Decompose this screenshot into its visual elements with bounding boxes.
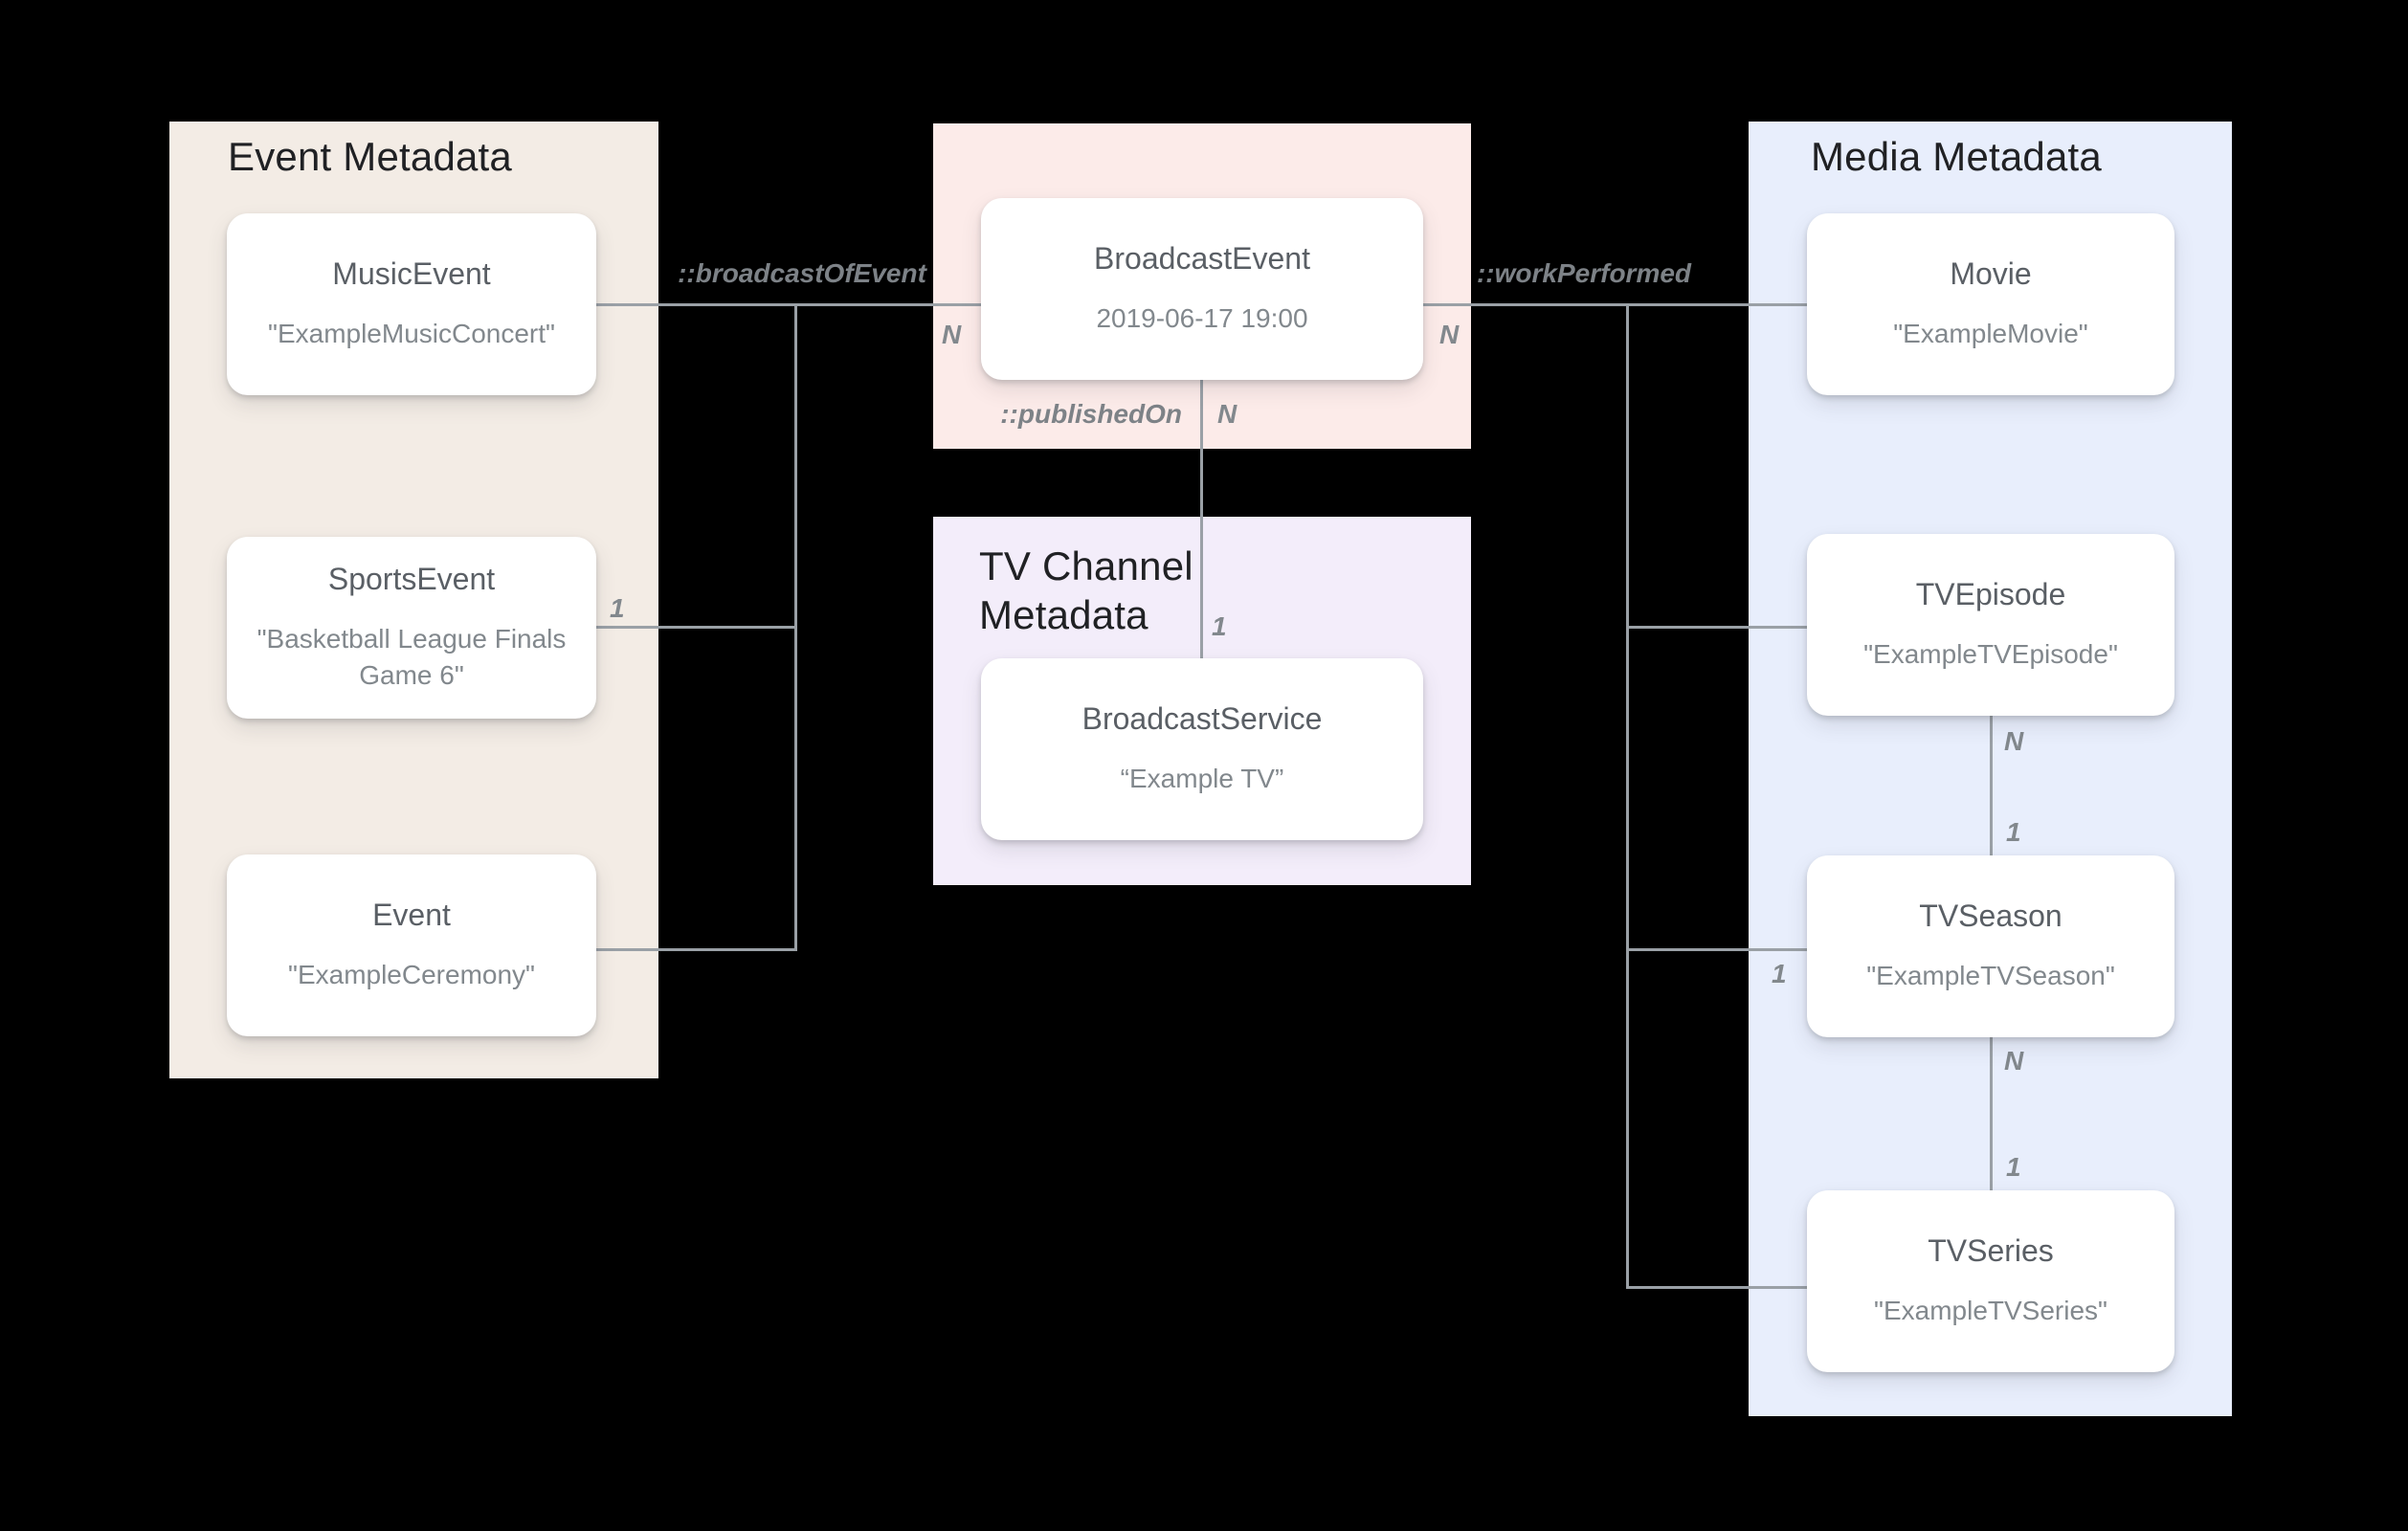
node-title: Event xyxy=(372,897,451,932)
edge-branch-tvseason xyxy=(1626,948,1807,951)
cardinality-series-1: 1 xyxy=(2006,1152,2021,1182)
edge-broadcastevent-movie xyxy=(1423,303,1807,306)
node-title: MusicEvent xyxy=(332,255,491,291)
event-metadata-title: Event Metadata xyxy=(228,134,512,179)
node-subtitle: "Basketball League Finals Game 6" xyxy=(256,623,567,690)
node-subtitle: "ExampleCeremony" xyxy=(288,959,535,989)
node-sports-event: SportsEvent "Basketball League Finals Ga… xyxy=(227,537,596,719)
relation-label-published-on: ::publishedOn xyxy=(1000,399,1182,429)
node-subtitle: "ExampleMovie" xyxy=(1893,318,2088,348)
node-title: Movie xyxy=(1950,255,2032,291)
node-tv-series: TVSeries "ExampleTVSeries" xyxy=(1807,1190,2174,1372)
node-tv-season: TVSeason "ExampleTVSeason" xyxy=(1807,855,2174,1037)
edge-musicevent-broadcastevent xyxy=(596,303,981,306)
edge-branch-event xyxy=(596,948,797,951)
edge-tvepisode-tvseason xyxy=(1990,716,1993,855)
cardinality-sportsevent-1: 1 xyxy=(610,593,625,623)
cardinality-published-on-n: N xyxy=(1217,399,1237,429)
cardinality-episode-season-1: 1 xyxy=(2006,817,2021,847)
node-broadcast-service: BroadcastService “Example TV” xyxy=(981,658,1423,840)
node-title: TVEpisode xyxy=(1915,576,2066,611)
relation-label-work-performed: ::workPerformed xyxy=(1476,258,1692,288)
node-subtitle: "ExampleTVEpisode" xyxy=(1863,638,2118,669)
edge-publishedon-vertical xyxy=(1200,380,1203,658)
node-tv-episode: TVEpisode "ExampleTVEpisode" xyxy=(1807,534,2174,716)
node-title: BroadcastEvent xyxy=(1094,240,1310,276)
edge-branch-sportsevent xyxy=(596,626,797,629)
node-subtitle: 2019-06-17 19:00 xyxy=(1096,302,1308,333)
node-subtitle: "ExampleMusicConcert" xyxy=(268,318,555,348)
edge-branch-tvepisode xyxy=(1626,626,1807,629)
node-subtitle: "ExampleTVSeason" xyxy=(1866,960,2115,990)
cardinality-season-n: N xyxy=(2004,1046,2024,1076)
node-subtitle: “Example TV” xyxy=(1120,763,1284,793)
relation-label-broadcast-of-event: ::broadcastOfEvent xyxy=(678,258,926,288)
node-title: TVSeason xyxy=(1919,898,2062,933)
cardinality-broadcast-left-n: N xyxy=(942,320,962,349)
cardinality-season-left-1: 1 xyxy=(1772,959,1787,988)
cardinality-episode-n: N xyxy=(2004,726,2024,756)
edge-tvseason-tvseries xyxy=(1990,1035,1993,1190)
node-title: BroadcastService xyxy=(1081,700,1323,736)
node-event: Event "ExampleCeremony" xyxy=(227,854,596,1036)
node-music-event: MusicEvent "ExampleMusicConcert" xyxy=(227,213,596,395)
edge-branch-tvseries xyxy=(1626,1286,1807,1289)
node-broadcast-event: BroadcastEvent 2019-06-17 19:00 xyxy=(981,198,1423,380)
node-title: TVSeries xyxy=(1928,1232,2054,1268)
media-metadata-title: Media Metadata xyxy=(1811,134,2102,179)
cardinality-work-performed-n: N xyxy=(1439,320,1460,349)
node-movie: Movie "ExampleMovie" xyxy=(1807,213,2174,395)
edge-media-trunk-vertical xyxy=(1626,303,1629,1289)
node-subtitle: "ExampleTVSeries" xyxy=(1874,1295,2107,1325)
tv-channel-metadata-title: TV Channel Metadata xyxy=(979,544,1193,638)
cardinality-published-on-1: 1 xyxy=(1212,611,1227,641)
node-title: SportsEvent xyxy=(327,561,496,596)
